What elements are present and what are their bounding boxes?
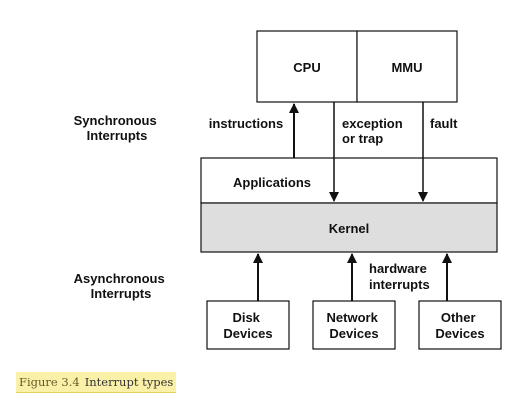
other-devices-label: Other Devices: [435, 310, 484, 341]
other-devices-box: [418, 300, 502, 350]
mmu-box: [356, 30, 458, 103]
hardware-interrupts-label: hardware interrupts: [369, 261, 430, 292]
figure-number: Figure 3.4: [19, 375, 80, 389]
instructions-label: instructions: [209, 116, 283, 131]
fault-label: fault: [430, 116, 458, 131]
network-devices-box: [312, 300, 396, 350]
cpu-label: CPU: [293, 60, 320, 75]
applications-box: [200, 157, 498, 204]
figure-caption: Figure 3.4 Interrupt types: [16, 372, 177, 393]
disk-devices-box: [206, 300, 290, 350]
exception-label: exception or trap: [342, 116, 406, 146]
applications-label: Applications: [233, 175, 311, 190]
kernel-label: Kernel: [329, 221, 369, 236]
asynchronous-interrupts-label: Asynchronous Interrupts: [74, 271, 169, 301]
cpu-box: [256, 30, 358, 103]
disk-devices-label: Disk Devices: [223, 310, 272, 341]
synchronous-interrupts-label: Synchronous Interrupts: [74, 113, 161, 143]
figure-title: Interrupt types: [84, 375, 174, 389]
kernel-box: [200, 202, 498, 253]
mmu-label: MMU: [391, 60, 422, 75]
network-devices-label: Network Devices: [327, 310, 382, 341]
